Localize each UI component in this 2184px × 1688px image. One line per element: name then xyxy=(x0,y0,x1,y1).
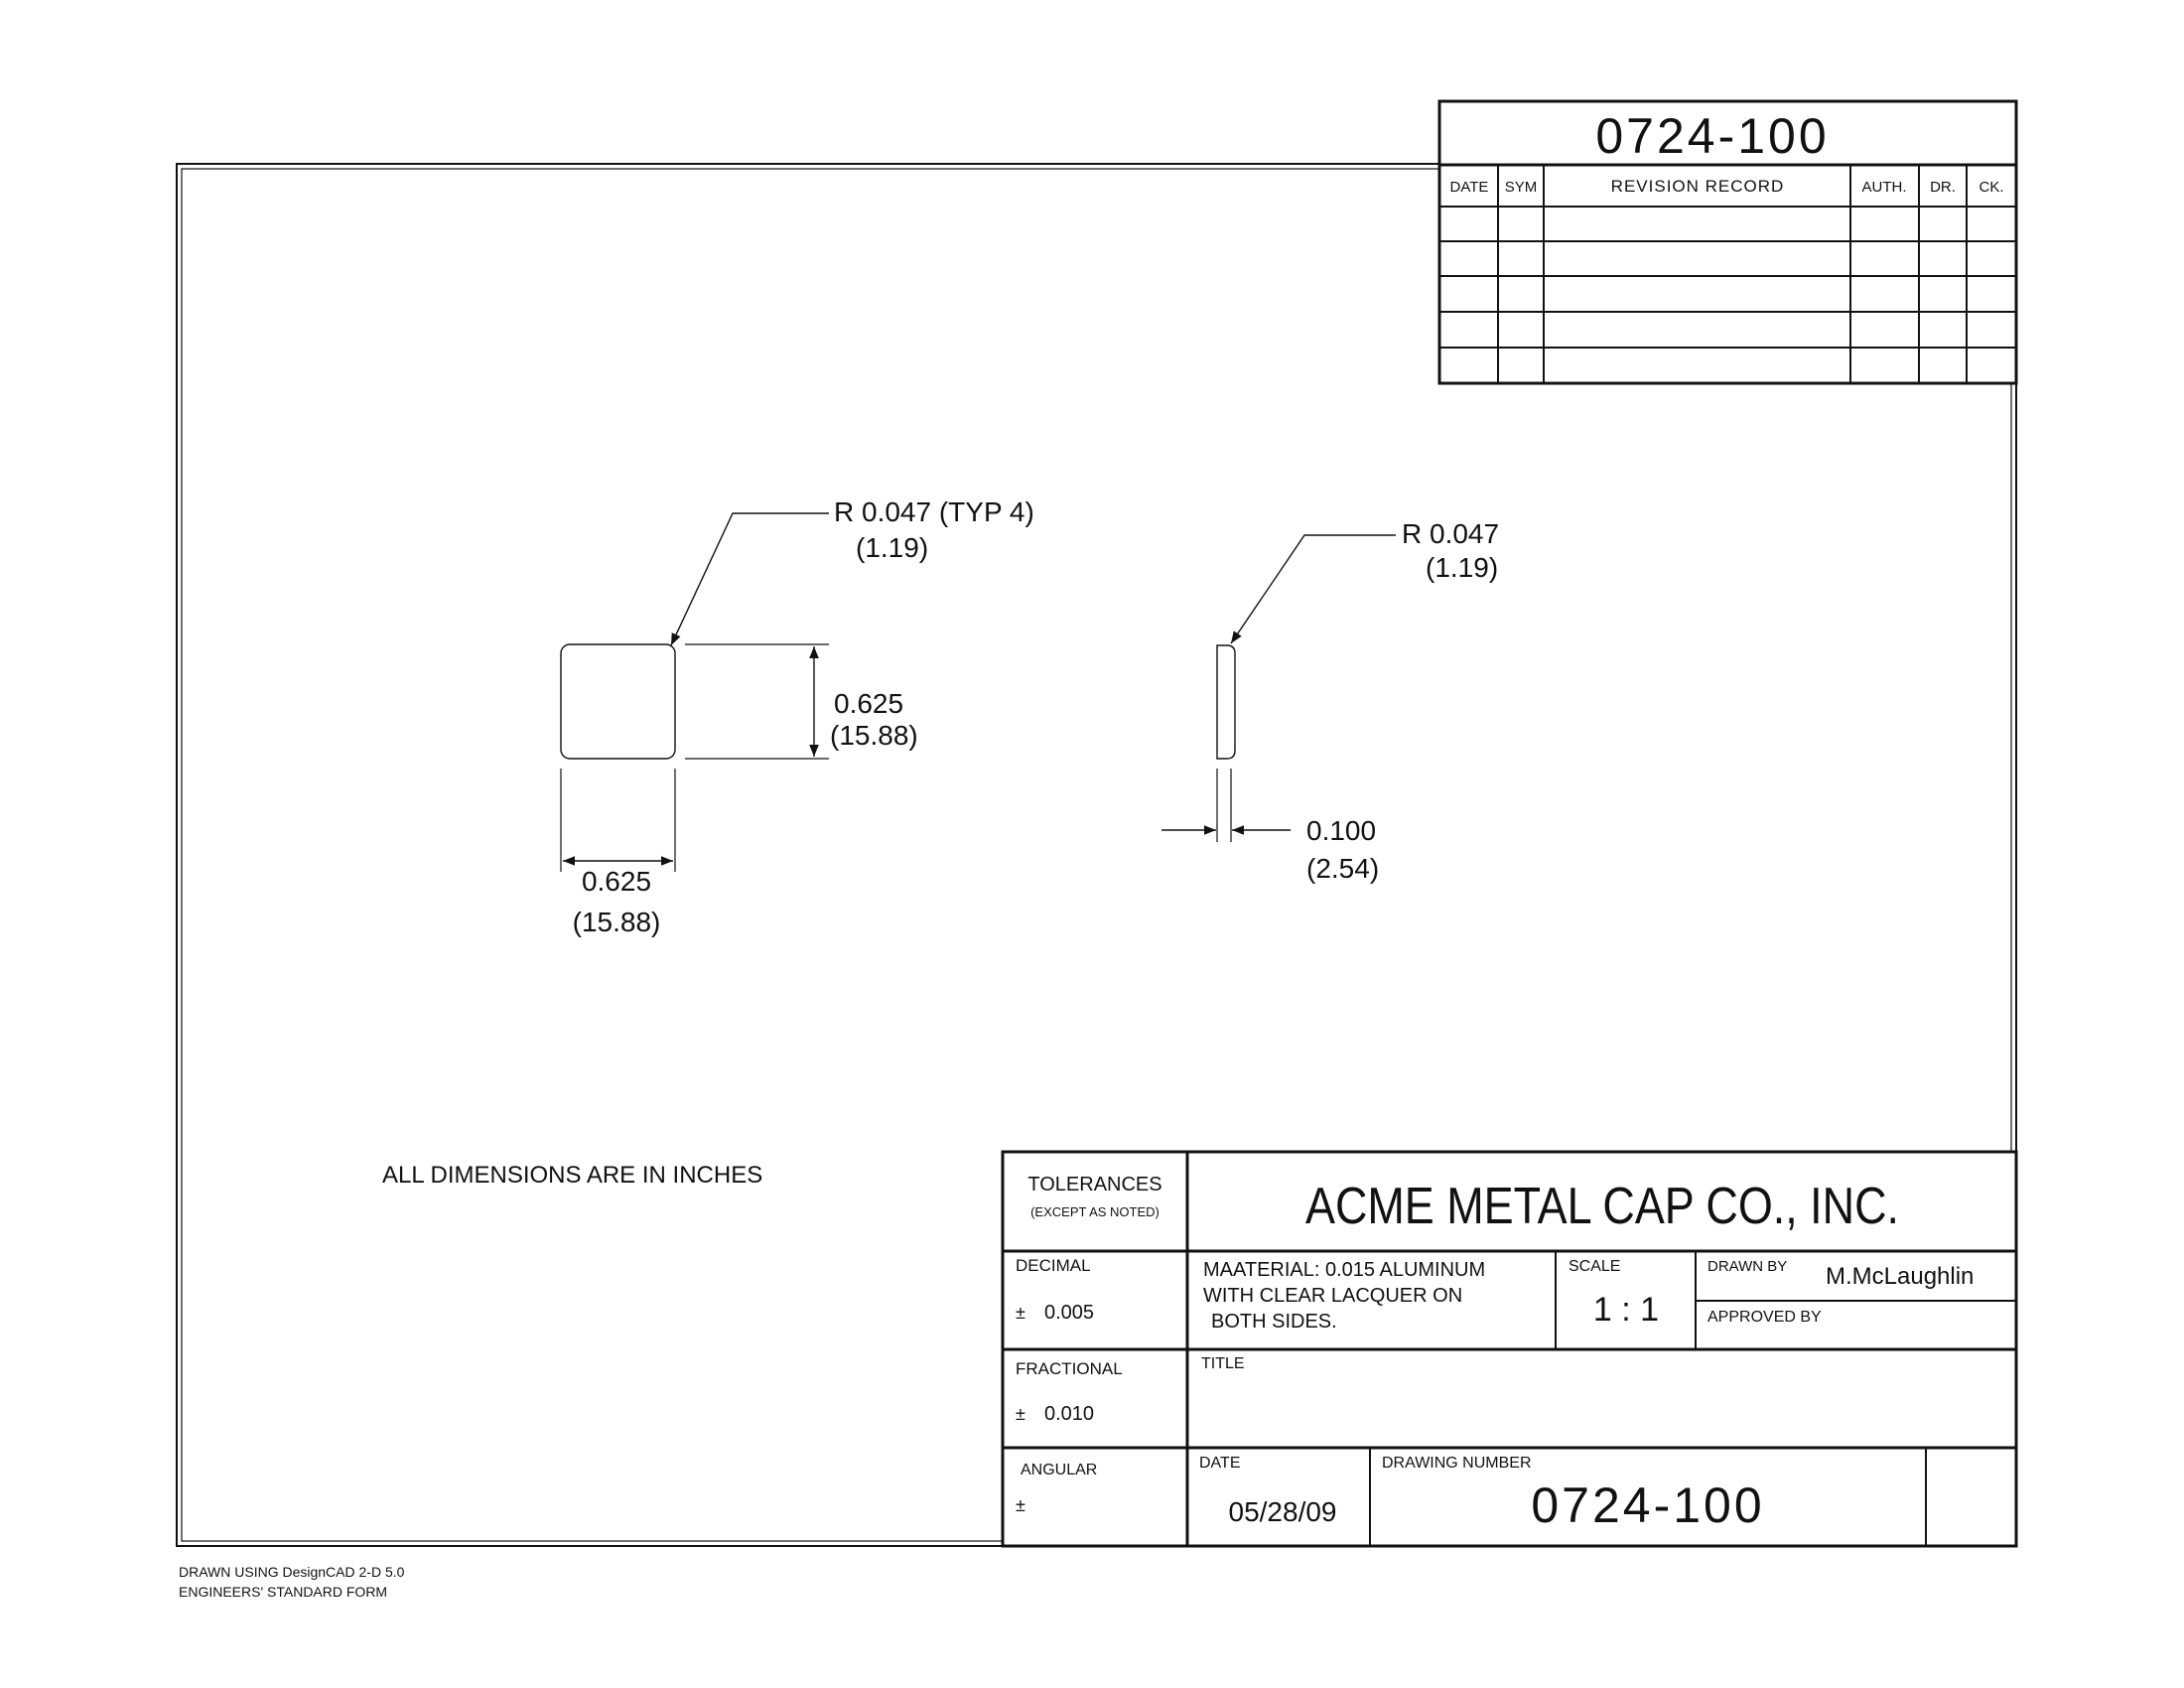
rev-header-sym: SYM xyxy=(1505,179,1538,196)
decimal-value: 0.005 xyxy=(1044,1302,1094,1324)
decimal-pm-symbol: ± xyxy=(1016,1303,1025,1323)
company-name: ACME METAL CAP CO., INC. xyxy=(1305,1178,1899,1235)
rev-header-date: DATE xyxy=(1450,179,1489,196)
material-line-2: WITH CLEAR LACQUER ON xyxy=(1203,1285,1462,1307)
title-block: TOLERANCES (EXCEPT AS NOTED) ACME METAL … xyxy=(1001,1150,2018,1548)
date-value: 05/28/09 xyxy=(1229,1496,1337,1527)
decimal-label: DECIMAL xyxy=(1016,1256,1091,1275)
square-width-mm: (15.88) xyxy=(573,907,661,937)
title-label: TITLE xyxy=(1201,1355,1245,1372)
material-line-1: MAATERIAL: 0.015 ALUMINUM xyxy=(1203,1259,1485,1281)
tolerances-label: TOLERANCES xyxy=(1027,1174,1161,1196)
angular-pm-symbol: ± xyxy=(1016,1495,1025,1515)
angular-label: ANGULAR xyxy=(1021,1462,1097,1478)
square-width-in: 0.625 xyxy=(582,866,651,897)
drawn-by-value: M.McLaughlin xyxy=(1826,1263,1974,1290)
square-radius-metric: (1.19) xyxy=(856,532,928,563)
square-height-in: 0.625 xyxy=(834,688,903,719)
scale-label: SCALE xyxy=(1569,1258,1620,1275)
rev-header-ck: CK. xyxy=(1979,179,2003,196)
revision-block: 0724-100 DATE SYM REVISION RECORD AUTH. … xyxy=(1437,99,2018,385)
rev-header-record: REVISION RECORD xyxy=(1611,177,1785,196)
drawing-number-value: 0724-100 xyxy=(1531,1477,1764,1533)
fractional-pm-symbol: ± xyxy=(1016,1404,1025,1424)
units-note: ALL DIMENSIONS ARE IN INCHES xyxy=(382,1162,762,1189)
fractional-label: FRACTIONAL xyxy=(1016,1359,1123,1378)
edge-part-outline xyxy=(1216,644,1236,760)
fractional-value: 0.010 xyxy=(1044,1403,1094,1425)
drawn-by-label: DRAWN BY xyxy=(1707,1258,1787,1275)
approved-by-label: APPROVED BY xyxy=(1707,1309,1822,1326)
edge-thickness-mm: (2.54) xyxy=(1306,853,1379,884)
tolerances-except-label: (EXCEPT AS NOTED) xyxy=(1030,1204,1160,1219)
date-label: DATE xyxy=(1199,1455,1240,1472)
square-radius-leader xyxy=(670,512,829,646)
edge-radius-metric: (1.19) xyxy=(1426,552,1498,583)
scale-value: 1 : 1 xyxy=(1593,1291,1659,1329)
footer-line-2: ENGINEERS' STANDARD FORM xyxy=(179,1584,387,1600)
edge-thickness-in: 0.100 xyxy=(1306,815,1376,846)
edge-view: R 0.047 (1.19) 0.100 (2.54) xyxy=(1161,518,1499,884)
edge-radius-leader xyxy=(1230,534,1396,644)
square-part-outline xyxy=(560,643,676,760)
rev-header-auth: AUTH. xyxy=(1862,179,1907,196)
drawing-number-label: DRAWING NUMBER xyxy=(1382,1455,1532,1472)
edge-radius-note: R 0.047 xyxy=(1402,518,1499,549)
rev-header-dr: DR. xyxy=(1930,179,1956,196)
revision-part-number: 0724-100 xyxy=(1595,108,1829,164)
square-view: R 0.047 (TYP 4) (1.19) 0.625 (15.88) 0.6… xyxy=(560,496,1034,937)
square-height-mm: (15.88) xyxy=(830,720,918,751)
square-radius-note: R 0.047 (TYP 4) xyxy=(834,496,1034,527)
material-line-3: BOTH SIDES. xyxy=(1211,1311,1337,1333)
footer-line-1: DRAWN USING DesignCAD 2-D 5.0 xyxy=(179,1564,405,1580)
